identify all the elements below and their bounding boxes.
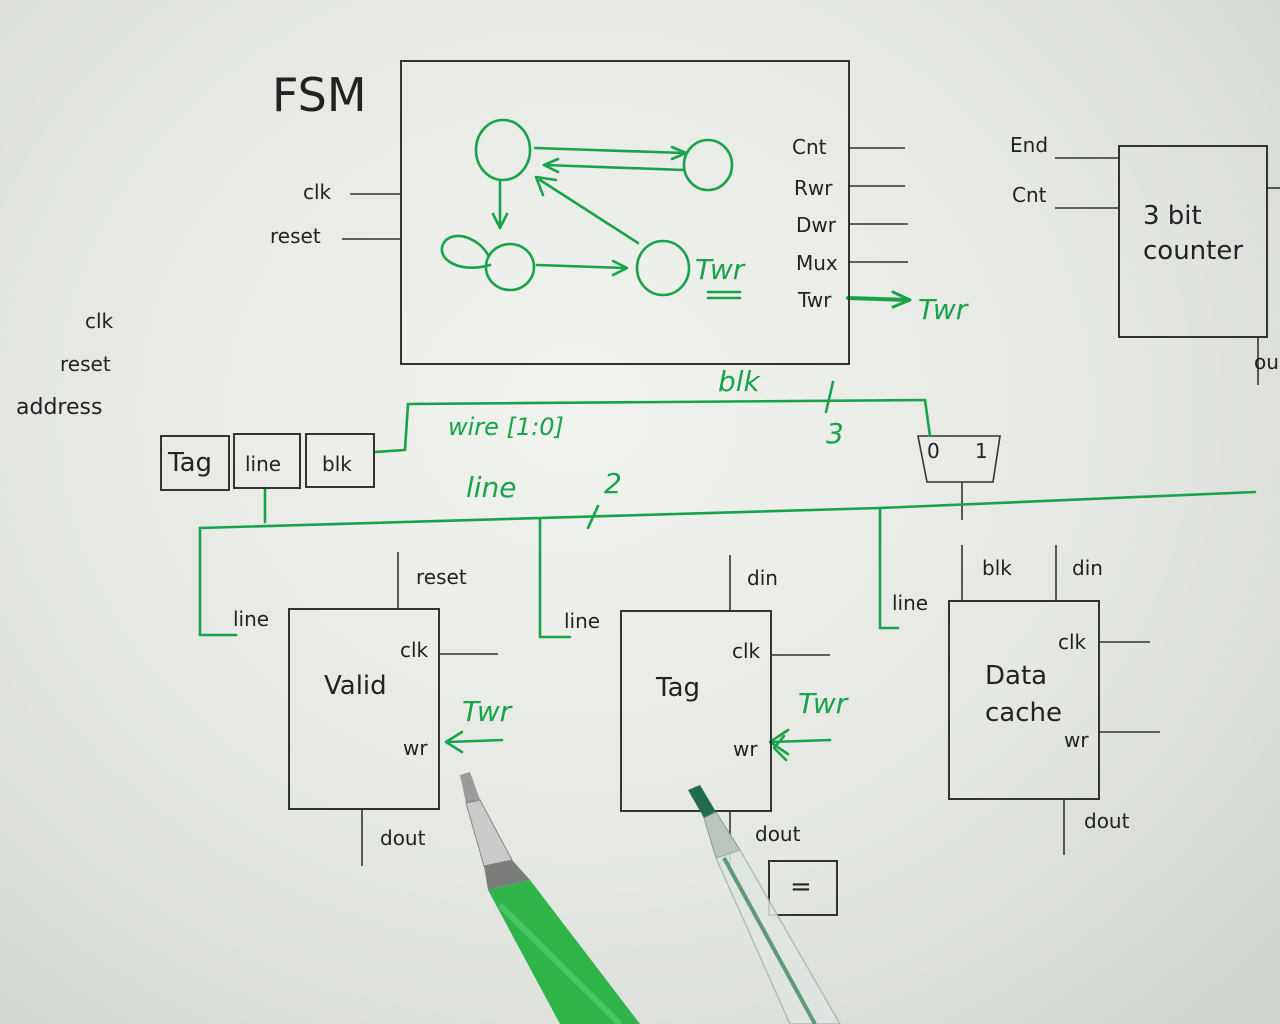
data-cache-wr-port: wr bbox=[1064, 728, 1089, 752]
data-cache-block bbox=[948, 600, 1100, 800]
address-field-tag-label: Tag bbox=[168, 448, 213, 478]
clear-pen-icon bbox=[688, 785, 841, 1024]
tag-line-port: line bbox=[564, 609, 601, 633]
fsm-output-dwr: Dwr bbox=[796, 213, 836, 237]
fsm-title: FSM bbox=[272, 68, 367, 122]
top-input-address: address bbox=[16, 395, 103, 420]
data-cache-title-2: cache bbox=[985, 698, 1062, 728]
hw-twr-tag: Twr bbox=[798, 687, 848, 720]
valid-line-port: line bbox=[233, 607, 270, 631]
data-cache-dout-port: dout bbox=[1084, 809, 1130, 833]
green-pen-icon bbox=[460, 772, 640, 1024]
address-field-line-label: line bbox=[245, 452, 282, 476]
mux-input-1: 1 bbox=[975, 439, 988, 463]
counter-output: ou bbox=[1254, 350, 1279, 374]
counter-input-end: End bbox=[1010, 133, 1049, 157]
valid-reset-port: reset bbox=[416, 565, 467, 589]
tag-wr-port: wr bbox=[733, 737, 758, 761]
counter-label-2: counter bbox=[1143, 236, 1244, 266]
data-cache-blk-port: blk bbox=[982, 556, 1012, 580]
hw-twr-valid: Twr bbox=[462, 695, 512, 728]
tag-din-port: din bbox=[747, 566, 778, 590]
address-field-blk-label: blk bbox=[322, 452, 352, 476]
fsm-output-mux: Mux bbox=[796, 251, 838, 275]
fsm-output-cnt: Cnt bbox=[792, 135, 827, 159]
hw-blk-width: 3 bbox=[826, 417, 844, 450]
fsm-input-clk: clk bbox=[303, 180, 332, 204]
hw-blk: blk bbox=[718, 365, 760, 398]
valid-dout-port: dout bbox=[380, 826, 426, 850]
valid-title: Valid bbox=[324, 671, 387, 701]
data-cache-line-port: line bbox=[892, 591, 929, 615]
tag-block bbox=[620, 610, 772, 812]
tag-title: Tag bbox=[656, 673, 701, 703]
tag-dout-port: dout bbox=[755, 822, 801, 846]
mux-shape bbox=[917, 435, 1001, 483]
hw-line: line bbox=[466, 471, 517, 504]
fsm-input-reset: reset bbox=[270, 224, 321, 248]
data-cache-title-1: Data bbox=[985, 661, 1048, 691]
address-field-tag bbox=[160, 435, 230, 491]
hw-wire-width: wire [1:0] bbox=[448, 413, 564, 441]
valid-block bbox=[288, 608, 440, 810]
mux-input-0: 0 bbox=[927, 439, 940, 463]
fsm-output-twr: Twr bbox=[798, 288, 832, 312]
address-field-line bbox=[233, 433, 301, 489]
counter-label-1: 3 bit bbox=[1143, 201, 1202, 231]
fsm-state-label: Twr bbox=[695, 253, 745, 286]
top-input-reset: reset bbox=[60, 352, 111, 376]
valid-wr-port: wr bbox=[403, 736, 428, 760]
tag-clk-port: clk bbox=[732, 639, 761, 663]
fsm-output-rwr: Rwr bbox=[794, 176, 833, 200]
comparator-block bbox=[768, 860, 838, 916]
hw-twr-output: Twr bbox=[918, 293, 968, 326]
comparator-symbol: = bbox=[790, 872, 812, 902]
data-cache-din-port: din bbox=[1072, 556, 1103, 580]
counter-block bbox=[1118, 145, 1268, 338]
hw-line-width: 2 bbox=[604, 467, 622, 500]
valid-clk-port: clk bbox=[400, 638, 429, 662]
fsm-block bbox=[400, 60, 850, 365]
data-cache-clk-port: clk bbox=[1058, 630, 1087, 654]
top-input-clk: clk bbox=[85, 309, 114, 333]
counter-input-cnt: Cnt bbox=[1012, 183, 1047, 207]
address-field-blk bbox=[305, 433, 375, 488]
